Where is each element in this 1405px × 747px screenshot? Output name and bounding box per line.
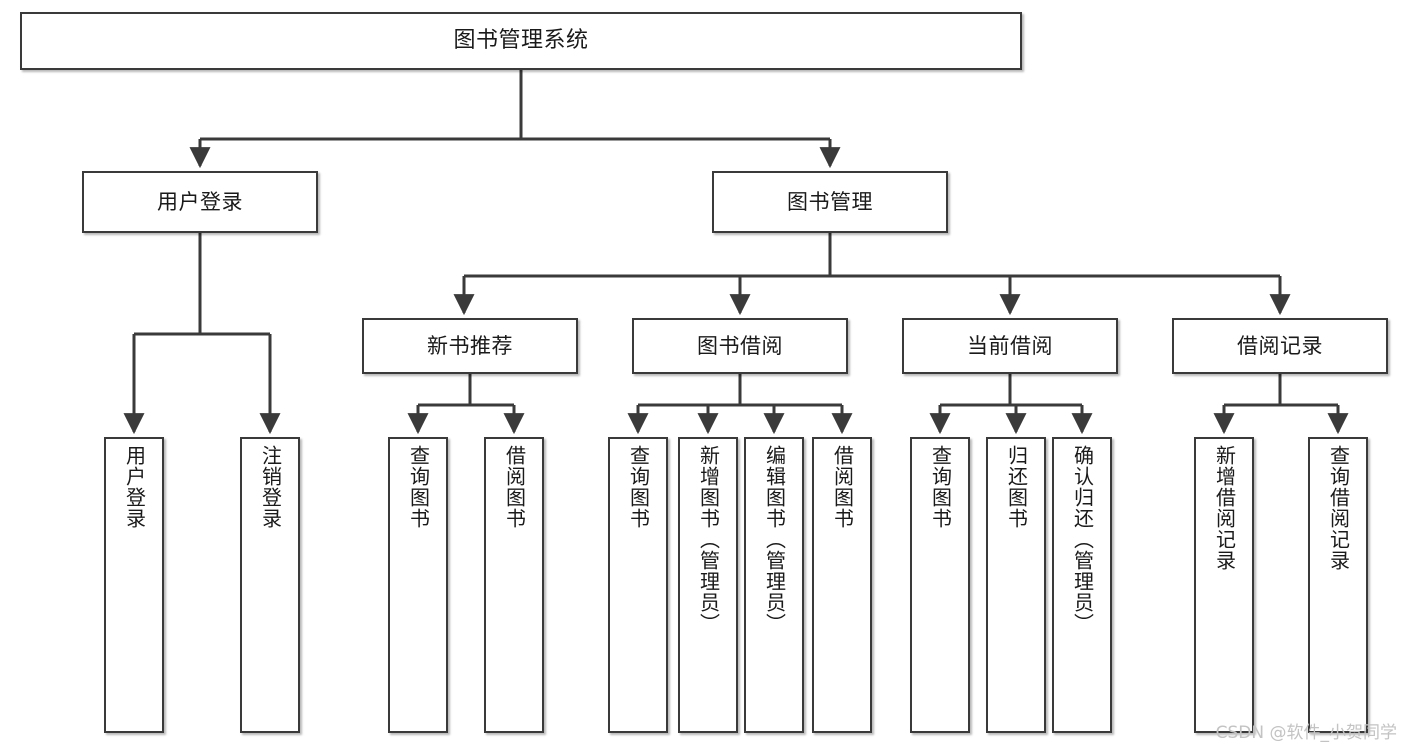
node-leaf-query-book-1[interactable]: 查询图书 [388, 437, 448, 733]
node-root[interactable]: 图书管理系统 [20, 12, 1022, 70]
node-borrow-record[interactable]: 借阅记录 [1172, 318, 1388, 374]
node-leaf-edit-book[interactable]: 编辑图书（管理员） [744, 437, 804, 733]
node-leaf-add-book-label: 新增图书（管理员） [696, 445, 721, 634]
node-borrow-record-label: 借阅记录 [1237, 333, 1323, 358]
node-leaf-logout[interactable]: 注销登录 [240, 437, 300, 733]
node-leaf-add-record-label: 新增借阅记录 [1212, 445, 1237, 571]
node-leaf-confirm-return-label: 确认归还（管理员） [1070, 445, 1095, 634]
node-leaf-return-book-label: 归还图书 [1004, 445, 1029, 529]
node-leaf-query-book-1-label: 查询图书 [406, 445, 431, 529]
node-leaf-logout-label: 注销登录 [258, 445, 283, 529]
node-book-borrow-label: 图书借阅 [697, 333, 783, 358]
node-leaf-add-record[interactable]: 新增借阅记录 [1194, 437, 1254, 733]
node-leaf-borrow-book-2[interactable]: 借阅图书 [812, 437, 872, 733]
node-leaf-user-login-label: 用户登录 [122, 445, 147, 529]
node-book-manage-label: 图书管理 [787, 189, 873, 214]
node-user-login[interactable]: 用户登录 [82, 171, 318, 233]
node-root-label: 图书管理系统 [453, 28, 589, 54]
node-leaf-query-book-2-label: 查询图书 [626, 445, 651, 529]
node-book-borrow[interactable]: 图书借阅 [632, 318, 848, 374]
node-leaf-borrow-book-1[interactable]: 借阅图书 [484, 437, 544, 733]
node-leaf-query-book-3[interactable]: 查询图书 [910, 437, 970, 733]
node-leaf-borrow-book-1-label: 借阅图书 [502, 445, 527, 529]
node-user-login-label: 用户登录 [157, 189, 243, 214]
node-leaf-return-book[interactable]: 归还图书 [986, 437, 1046, 733]
node-leaf-confirm-return[interactable]: 确认归还（管理员） [1052, 437, 1112, 733]
csdn-watermark: CSDN @软件_小贺同学 [1215, 723, 1397, 743]
node-current-borrow[interactable]: 当前借阅 [902, 318, 1118, 374]
node-leaf-query-book-2[interactable]: 查询图书 [608, 437, 668, 733]
node-leaf-add-book[interactable]: 新增图书（管理员） [678, 437, 738, 733]
node-leaf-query-record[interactable]: 查询借阅记录 [1308, 437, 1368, 733]
node-new-book-rec[interactable]: 新书推荐 [362, 318, 578, 374]
node-leaf-query-record-label: 查询借阅记录 [1326, 445, 1351, 571]
node-leaf-user-login[interactable]: 用户登录 [104, 437, 164, 733]
node-new-book-rec-label: 新书推荐 [427, 333, 513, 358]
node-leaf-borrow-book-2-label: 借阅图书 [830, 445, 855, 529]
node-current-borrow-label: 当前借阅 [967, 333, 1053, 358]
node-leaf-edit-book-label: 编辑图书（管理员） [762, 445, 787, 634]
node-leaf-query-book-3-label: 查询图书 [928, 445, 953, 529]
node-book-manage[interactable]: 图书管理 [712, 171, 948, 233]
